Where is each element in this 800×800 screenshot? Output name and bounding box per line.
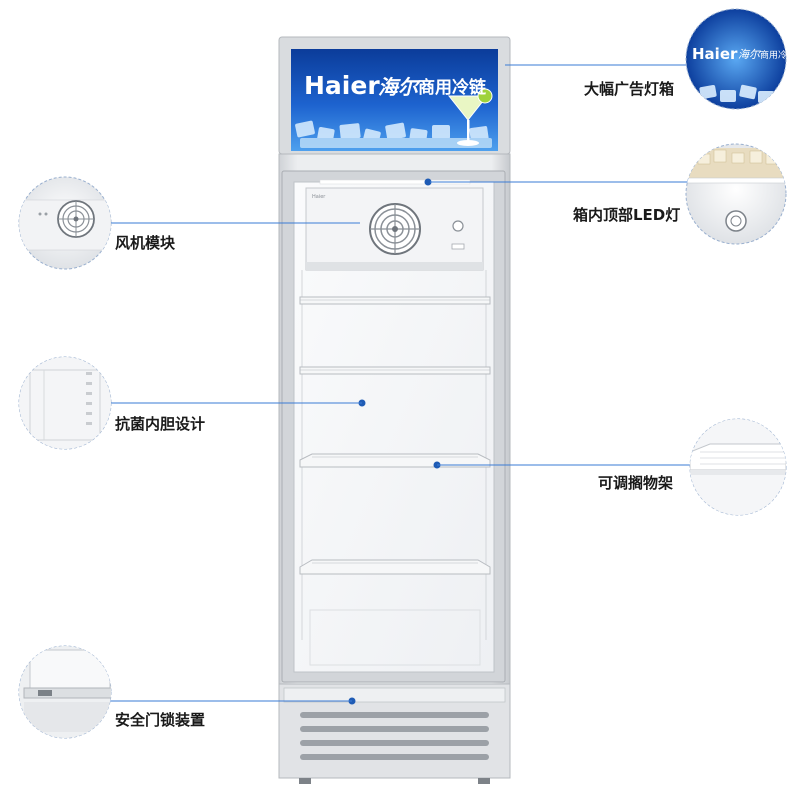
thermostat-knob-icon (451, 220, 465, 250)
detail-led-fan-icon (725, 210, 747, 232)
detail-circle-led (685, 143, 787, 245)
shelves (299, 296, 491, 575)
detail-logo-latin: Haier (692, 45, 738, 63)
shelf (299, 366, 491, 375)
left-foot (299, 778, 311, 784)
door-lock-strip (283, 687, 506, 703)
detail-lock-icon (38, 690, 52, 696)
ventilation-grille (300, 712, 489, 760)
detail-circle-fan (18, 176, 112, 270)
led-marker-dot (424, 178, 432, 186)
callout-fan: 风机模块 (115, 234, 176, 252)
banner-ice (295, 120, 492, 148)
detail-circle-liner (18, 356, 112, 450)
housing-small-logo: Haier (312, 194, 326, 200)
refrigerator-cabinet: Haier 海尔 商用冷链 Haier (278, 36, 511, 784)
callout-led: 箱内顶部LED灯 (573, 206, 680, 224)
detail-tagline: 商用冷链 (760, 49, 796, 61)
fan-icon (369, 203, 421, 255)
detail-circle-lightbox: Haier 海尔 商用冷链 (685, 8, 796, 110)
callout-liner: 抗菌内胆设计 (115, 415, 205, 433)
detail-fan-icon (57, 200, 95, 238)
detail-circle-lock (18, 645, 112, 739)
right-foot (478, 778, 490, 784)
shelf (299, 296, 491, 305)
connector-lines (110, 64, 690, 702)
detail-logo-cn: 海尔 (738, 48, 762, 61)
detail-circle-shelf (689, 418, 787, 516)
banner-logo-cn: 海尔 (378, 75, 421, 99)
liner-side-slots (301, 270, 487, 640)
banner-tagline: 商用冷链 (418, 77, 487, 98)
cocktail-glass-graphic (447, 88, 493, 146)
shelf (299, 453, 491, 468)
banner-logo-latin: Haier (304, 71, 380, 100)
callout-lightbox: 大幅广告灯箱 (584, 80, 674, 98)
shelf (299, 559, 491, 575)
liner-bottom (309, 609, 481, 666)
callout-shelf: 可调搁物架 (598, 474, 673, 492)
callout-lock: 安全门锁装置 (115, 711, 205, 729)
